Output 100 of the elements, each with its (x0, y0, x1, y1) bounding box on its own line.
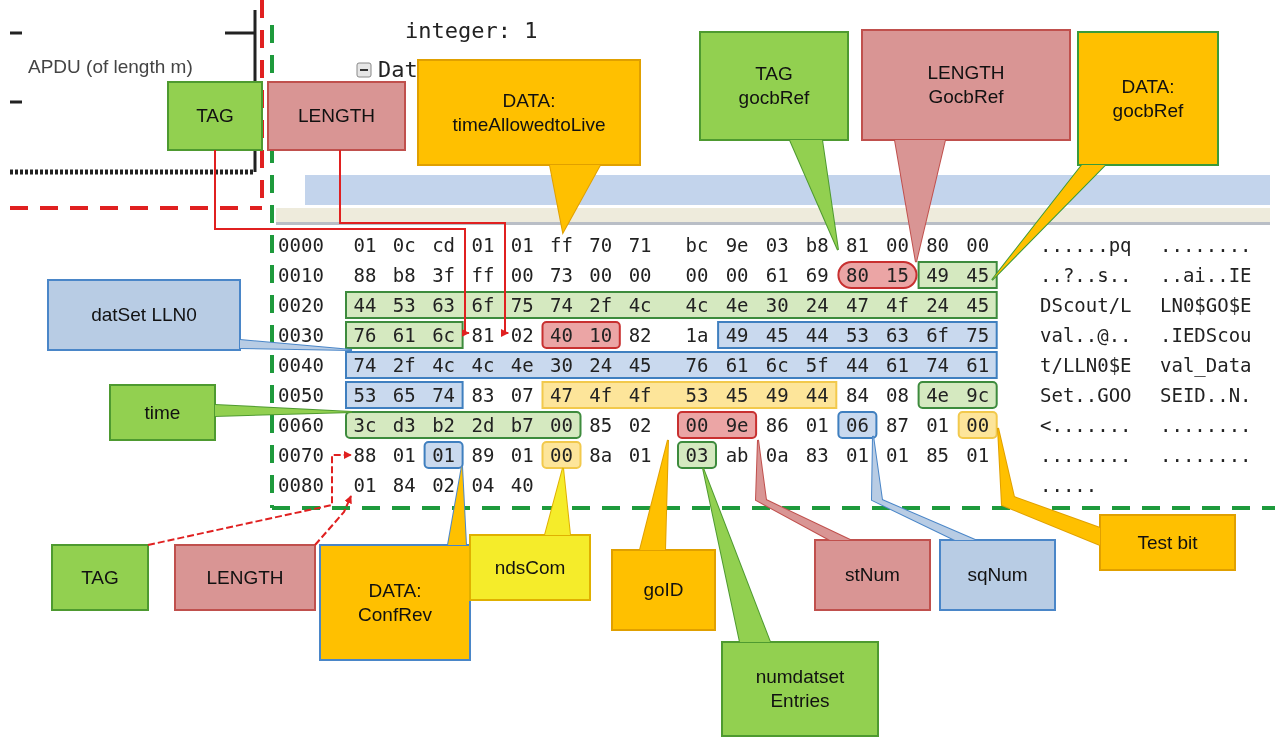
hex-byte: 2d (471, 414, 495, 436)
hex-byte: 4c (685, 294, 709, 316)
hex-byte: 69 (805, 264, 829, 286)
ascii-text: ........ (1160, 444, 1252, 466)
hex-byte: 01 (471, 234, 495, 256)
callout-text: time (144, 400, 181, 425)
hex-byte: 44 (805, 324, 829, 346)
hex-byte: 85 (926, 444, 950, 466)
hex-byte: 30 (550, 354, 573, 376)
hex-byte: 61 (392, 324, 416, 346)
hex-byte: ff (471, 264, 495, 286)
hex-byte: 06 (845, 414, 869, 436)
hex-byte: 00 (550, 414, 573, 436)
hex-byte: 01 (353, 234, 377, 256)
callout-text: datSet LLN0 (91, 303, 197, 327)
hex-byte: 0c (392, 234, 416, 256)
hex-byte: 74 (926, 354, 950, 376)
tree-text: Dat (378, 57, 418, 82)
hex-byte: 63 (886, 324, 909, 346)
hex-byte: 4f (628, 384, 652, 406)
offset-address: 0060 (278, 414, 324, 436)
hex-byte: 83 (471, 384, 495, 406)
hex-byte: 40 (550, 324, 573, 346)
ascii-text: ........ (1040, 444, 1132, 466)
callout-text: DATA: ConfRev (358, 578, 432, 627)
ascii-text: ......pq (1040, 234, 1132, 256)
offset-address: 0000 (278, 234, 324, 256)
hex-byte: 10 (589, 324, 613, 346)
hex-byte: 45 (966, 264, 990, 286)
hex-byte: 6c (432, 324, 456, 346)
offset-address: 0030 (278, 324, 324, 346)
hex-byte: 53 (392, 294, 416, 316)
hex-byte: 3f (432, 264, 456, 286)
callout-text: TAG gocbRef (738, 62, 810, 110)
hex-byte: cd (432, 234, 456, 256)
hex-byte: 02 (628, 414, 652, 436)
hex-byte: b2 (432, 414, 456, 436)
ascii-text: ........ (1160, 414, 1252, 436)
tree-text: integer: 1 (405, 18, 538, 43)
callout-text: DATA: gocbRef (1112, 74, 1184, 123)
hex-byte: 75 (510, 294, 534, 316)
hex-byte: 65 (392, 384, 416, 406)
callout-text: sqNum (967, 563, 1028, 587)
hex-byte: 4c (628, 294, 652, 316)
hex-byte: 53 (685, 384, 709, 406)
ascii-text: LN0$GO$E (1160, 294, 1252, 316)
ascii-text: t/LLN0$E (1040, 354, 1132, 376)
hex-byte: 00 (966, 414, 990, 436)
ascii-text: val..@.. (1040, 324, 1132, 346)
hex-byte: 76 (353, 324, 377, 346)
ascii-text: val_Data (1160, 354, 1252, 376)
hex-byte: 45 (966, 294, 990, 316)
hex-byte: 01 (510, 234, 534, 256)
callout-text: TAG (81, 565, 119, 590)
hex-byte: 2f (589, 294, 613, 316)
hex-byte: 00 (589, 264, 613, 286)
hex-byte: 47 (550, 384, 573, 406)
callout-text: DATA: timeAllowedtoLive (452, 88, 606, 137)
hex-byte: 4f (886, 294, 909, 316)
hex-byte: bc (685, 234, 709, 256)
hex-byte: 45 (765, 324, 789, 346)
hex-byte: 4c (471, 354, 495, 376)
ascii-text: DScout/L (1040, 294, 1132, 316)
hex-byte: 00 (510, 264, 534, 286)
hex-byte: 71 (628, 234, 652, 256)
callout-text: Test bit (1137, 530, 1198, 555)
hex-byte: 4f (589, 384, 613, 406)
callout-text: numdatset Entries (755, 665, 845, 713)
hex-byte: 01 (886, 444, 909, 466)
ascii-text: .IEDScou (1160, 324, 1252, 346)
callout-text: LENGTH GocbRef (927, 61, 1005, 109)
hex-byte: 0a (765, 444, 789, 466)
hex-byte: 76 (685, 354, 709, 376)
hex-byte: 85 (589, 414, 613, 436)
arrow (147, 451, 352, 546)
callout-text: TAG (196, 104, 234, 128)
hex-byte: 81 (845, 234, 869, 256)
hex-byte: 40 (510, 474, 534, 496)
callout-text: ndsCom (494, 555, 566, 580)
hex-byte: 83 (805, 444, 829, 466)
offset-address: 0020 (278, 294, 324, 316)
hex-byte: 44 (845, 354, 869, 376)
hex-byte: 01 (805, 414, 829, 436)
hex-byte: 00 (966, 234, 990, 256)
hex-byte: 61 (886, 354, 909, 376)
hex-byte: 01 (845, 444, 869, 466)
callout-text: goID (643, 578, 684, 602)
hex-byte: 3c (353, 414, 377, 436)
hex-byte: 61 (966, 354, 990, 376)
hex-byte: 44 (805, 384, 829, 406)
ascii-text: ..ai..IE (1160, 264, 1252, 286)
hex-byte: b7 (510, 414, 534, 436)
hex-byte: 6c (765, 354, 789, 376)
hex-byte: 53 (845, 324, 869, 346)
hex-byte: 2f (392, 354, 416, 376)
hex-byte: 44 (353, 294, 377, 316)
hex-byte: 9c (966, 384, 990, 406)
hex-byte: 84 (392, 474, 416, 496)
hex-byte: 4e (725, 294, 749, 316)
hex-byte: 8a (589, 444, 613, 466)
